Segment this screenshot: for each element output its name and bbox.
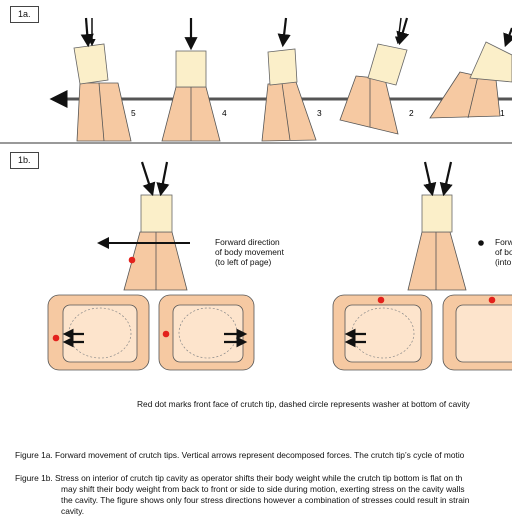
panel-label-1a: 1a. <box>10 6 39 23</box>
crutch-tip-position-5 <box>73 17 132 142</box>
forward-right-line-2: of bo <box>495 247 512 257</box>
caption-figure-1b-line-1: Figure 1b. Stress on interior of crutch … <box>15 473 463 483</box>
crutch-tip-position-4 <box>161 18 221 142</box>
forward-label-line-1: Forward direction <box>215 237 280 247</box>
forward-label-line-2: of body movement <box>215 247 284 257</box>
sequence-label-3: 3 <box>317 108 322 118</box>
cavity-top-view-2 <box>158 294 255 371</box>
sequence-label-1: 1 <box>500 108 505 118</box>
front-face-marker <box>128 256 136 264</box>
caption-figure-1b-line-3: the cavity. The figure shows only four s… <box>61 495 470 505</box>
cavity-top-view-3 <box>332 294 433 371</box>
forward-right-line-1: Forw <box>495 237 512 247</box>
caption-figure-1b-line-4: cavity. <box>61 506 85 516</box>
panel-label-1b: 1b. <box>10 152 39 169</box>
sequence-label-4: 4 <box>222 108 227 118</box>
into-page-marker <box>478 240 484 246</box>
caption-figure-1a: Figure 1a. Forward movement of crutch ti… <box>15 450 465 460</box>
sequence-label-2: 2 <box>409 108 414 118</box>
crutch-tip-position-3 <box>261 17 317 142</box>
crutch-tip-position-2 <box>339 17 410 135</box>
forward-direction-label-right: Forw of bo (into <box>495 237 512 267</box>
cavity-top-view-1 <box>47 294 150 371</box>
caption-figure-1b-line-2: may shift their body weight from back to… <box>61 484 465 494</box>
cavity-top-view-4 <box>442 294 512 371</box>
crutch-tip-position-1 <box>429 27 512 119</box>
legend-note: Red dot marks front face of crutch tip, … <box>137 399 470 409</box>
forward-direction-label: Forward direction of body movement (to l… <box>215 237 284 267</box>
side-view-tip-left <box>97 161 190 291</box>
forward-label-line-3: (to left of page) <box>215 257 272 267</box>
sequence-label-5: 5 <box>131 108 136 118</box>
forward-right-line-3: (into <box>495 257 512 267</box>
side-view-tip-right <box>407 161 484 291</box>
